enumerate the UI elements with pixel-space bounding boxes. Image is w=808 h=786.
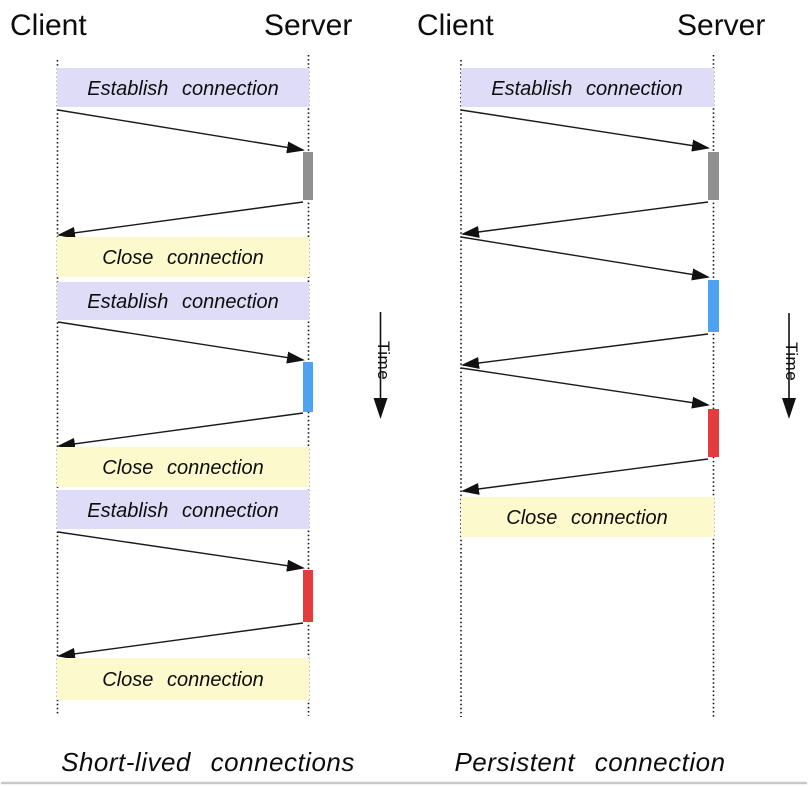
request-arrow [57,321,305,364]
establish-band-rect [57,282,309,320]
establish-band: Establish connection [57,68,309,107]
server-activation-bar-gray [708,152,719,200]
establish-band: Establish connection [461,68,714,107]
server-header-left: Server [264,9,352,42]
establish-band-rect [57,490,309,529]
close-band-label: Close connection [102,247,263,269]
request-arrow [460,367,710,409]
time-axis-label: Time [782,342,801,381]
short-lived-diagram: Client Server Establish connection Close… [10,9,393,777]
response-arrow [57,201,304,239]
server-activation-bar-gray [303,152,313,200]
persistent-diagram: Client Server Establish connection Close… [417,9,801,777]
close-band: Close connection [57,447,309,487]
close-band-rect [57,447,309,487]
time-arrowhead-icon [373,398,388,419]
client-header-left: Client [10,9,87,42]
response-arrow [461,333,709,369]
server-activation-bar-red [303,570,313,622]
diagram-caption-right: Persistent connection [454,747,725,777]
close-band-label: Close connection [102,669,263,691]
close-band: Close connection [461,497,714,537]
time-axis-left: Time [373,312,393,419]
establish-band-label: Establish connection [87,500,278,522]
request-arrow [460,109,710,152]
establish-band-label: Establish connection [87,291,278,313]
diagram-caption-left: Short-lived connections [61,747,355,777]
close-band-rect [57,237,309,277]
close-band-label: Close connection [506,507,667,529]
close-band-label: Close connection [102,457,263,479]
time-axis-label: Time [374,341,393,380]
close-band-rect [461,497,714,537]
close-band: Close connection [57,237,309,277]
time-axis-right: Time [782,313,801,419]
establish-band-rect [57,68,309,107]
close-band-rect [57,658,309,700]
establish-band-label: Establish connection [87,78,278,100]
server-activation-bar-blue [708,280,719,332]
response-arrow [57,412,304,450]
client-header-right: Client [417,9,494,42]
establish-band-label: Establish connection [491,78,682,100]
establish-band: Establish connection [57,490,309,529]
establish-band-rect [461,68,714,107]
request-arrow [460,236,710,281]
response-arrow [461,201,709,238]
request-arrow [57,109,305,154]
server-activation-bar-blue [303,362,313,412]
server-header-right: Server [677,9,765,42]
response-arrow [461,458,709,495]
time-arrowhead-icon [782,398,796,419]
close-band: Close connection [57,658,309,700]
response-arrow [57,622,304,660]
establish-band: Establish connection [57,282,309,320]
server-activation-bar-red [708,409,719,457]
request-arrow [57,531,305,572]
